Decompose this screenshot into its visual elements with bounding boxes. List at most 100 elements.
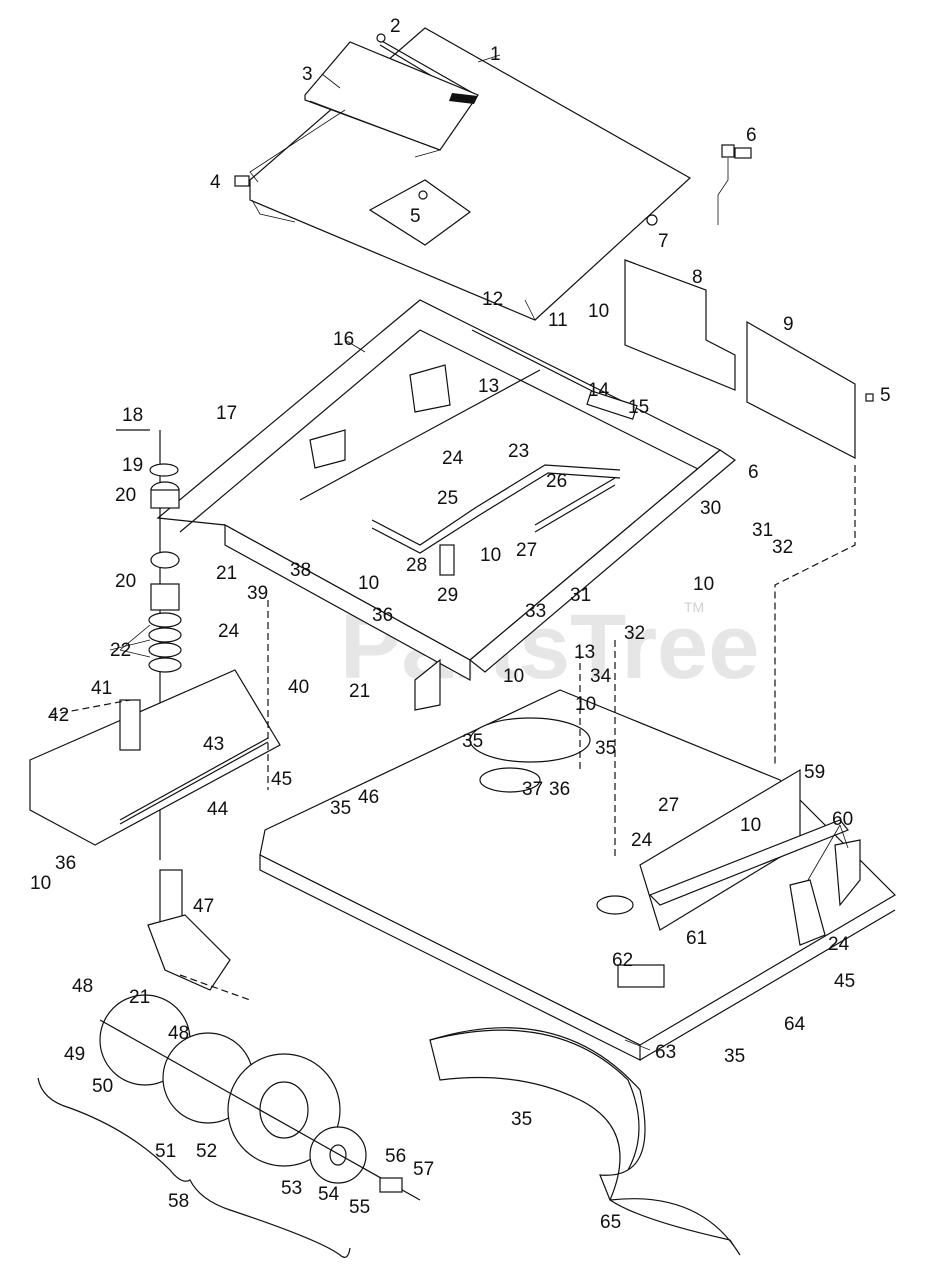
callout-5: 5 — [410, 206, 421, 227]
main-frame — [156, 299, 736, 682]
callout-24: 24 — [631, 830, 653, 851]
callout-36: 36 — [55, 853, 76, 874]
callout-52: 52 — [196, 1141, 217, 1162]
callout-42: 42 — [48, 705, 69, 726]
callout-45: 45 — [271, 769, 292, 790]
callout-20: 20 — [115, 571, 136, 592]
callout-19: 19 — [122, 455, 143, 476]
callout-14: 14 — [588, 380, 610, 401]
callout-8: 8 — [692, 267, 703, 288]
callout-9: 9 — [783, 314, 794, 335]
callout-59: 59 — [804, 762, 825, 783]
hood-panel — [249, 27, 692, 321]
callout-27: 27 — [658, 795, 679, 816]
callout-45: 45 — [834, 971, 855, 992]
callout-16: 16 — [333, 329, 354, 350]
callout-35: 35 — [724, 1046, 745, 1067]
callout-53: 53 — [281, 1178, 302, 1199]
left-deflector — [29, 669, 281, 846]
callout-33: 33 — [525, 601, 546, 622]
callout-27: 27 — [516, 540, 537, 561]
linkage-rods — [371, 390, 638, 576]
callout-57: 57 — [413, 1159, 434, 1180]
callout-56: 56 — [385, 1146, 406, 1167]
callout-6: 6 — [746, 125, 757, 146]
callout-65: 65 — [600, 1212, 621, 1233]
callout-10: 10 — [503, 666, 524, 687]
leader-lines — [109, 54, 849, 1051]
callout-36: 36 — [372, 605, 393, 626]
callout-1: 1 — [490, 44, 501, 65]
callout-47: 47 — [193, 896, 214, 917]
callout-28: 28 — [406, 555, 427, 576]
callout-58: 58 — [168, 1191, 189, 1212]
callout-24: 24 — [828, 934, 850, 955]
kit-bracket — [37, 1077, 351, 1258]
callout-10: 10 — [693, 574, 714, 595]
callout-36: 36 — [549, 779, 570, 800]
callout-64: 64 — [784, 1014, 806, 1035]
callout-31: 31 — [570, 585, 591, 606]
callout-35: 35 — [462, 731, 483, 752]
side-panels — [624, 259, 874, 459]
callout-35: 35 — [511, 1109, 532, 1130]
callout-20: 20 — [115, 485, 136, 506]
callout-54: 54 — [318, 1184, 340, 1205]
callout-17: 17 — [216, 403, 237, 424]
callout-labels: 1 2 3 4 5 6 7 8 9 5 10 11 12 13 14 15 16… — [30, 16, 891, 1233]
callout-40: 40 — [288, 677, 309, 698]
callout-63: 63 — [655, 1042, 676, 1063]
callout-21: 21 — [349, 681, 370, 702]
access-cover — [249, 41, 479, 183]
callout-50: 50 — [92, 1076, 113, 1097]
belt-guard — [429, 1027, 741, 1256]
callout-48: 48 — [168, 1023, 189, 1044]
callout-24: 24 — [442, 448, 464, 469]
callout-37: 37 — [522, 779, 543, 800]
callout-3: 3 — [302, 64, 313, 85]
watermark-trademark: TM — [684, 599, 704, 615]
callout-60: 60 — [832, 809, 853, 830]
callout-2: 2 — [390, 16, 401, 37]
callout-10: 10 — [30, 873, 51, 894]
callout-61: 61 — [686, 928, 707, 949]
callout-38: 38 — [290, 560, 311, 581]
callout-55: 55 — [349, 1197, 370, 1218]
hood-hardware — [234, 33, 752, 226]
callout-21: 21 — [216, 563, 237, 584]
deck-guards — [789, 839, 861, 946]
callout-13: 13 — [574, 642, 595, 663]
callout-24: 24 — [218, 621, 240, 642]
callout-10: 10 — [358, 573, 379, 594]
callout-23: 23 — [508, 441, 529, 462]
callout-6: 6 — [748, 462, 759, 483]
callout-21: 21 — [129, 987, 150, 1008]
callout-12: 12 — [482, 289, 503, 310]
callout-43: 43 — [203, 734, 224, 755]
callout-48: 48 — [72, 976, 93, 997]
callout-25: 25 — [437, 488, 458, 509]
callout-26: 26 — [546, 471, 567, 492]
callout-62: 62 — [612, 950, 633, 971]
left-spindle-assembly — [116, 429, 182, 860]
callout-4: 4 — [210, 172, 221, 193]
callout-10: 10 — [575, 694, 596, 715]
callout-39: 39 — [247, 583, 268, 604]
callout-35: 35 — [595, 738, 616, 759]
callout-10: 10 — [588, 301, 609, 322]
callout-31: 31 — [752, 520, 773, 541]
callout-13: 13 — [478, 376, 499, 397]
callout-7: 7 — [658, 231, 669, 252]
callout-10: 10 — [740, 815, 761, 836]
mower-deck — [259, 658, 896, 1061]
callout-18: 18 — [122, 405, 143, 426]
callout-46: 46 — [358, 787, 379, 808]
alignment-lines — [267, 465, 856, 860]
callout-35: 35 — [330, 798, 351, 819]
caster-wheel-assembly — [99, 869, 421, 1201]
callout-15: 15 — [628, 397, 649, 418]
callout-11: 11 — [548, 310, 568, 331]
callout-41: 41 — [91, 678, 112, 699]
callout-30: 30 — [700, 498, 721, 519]
